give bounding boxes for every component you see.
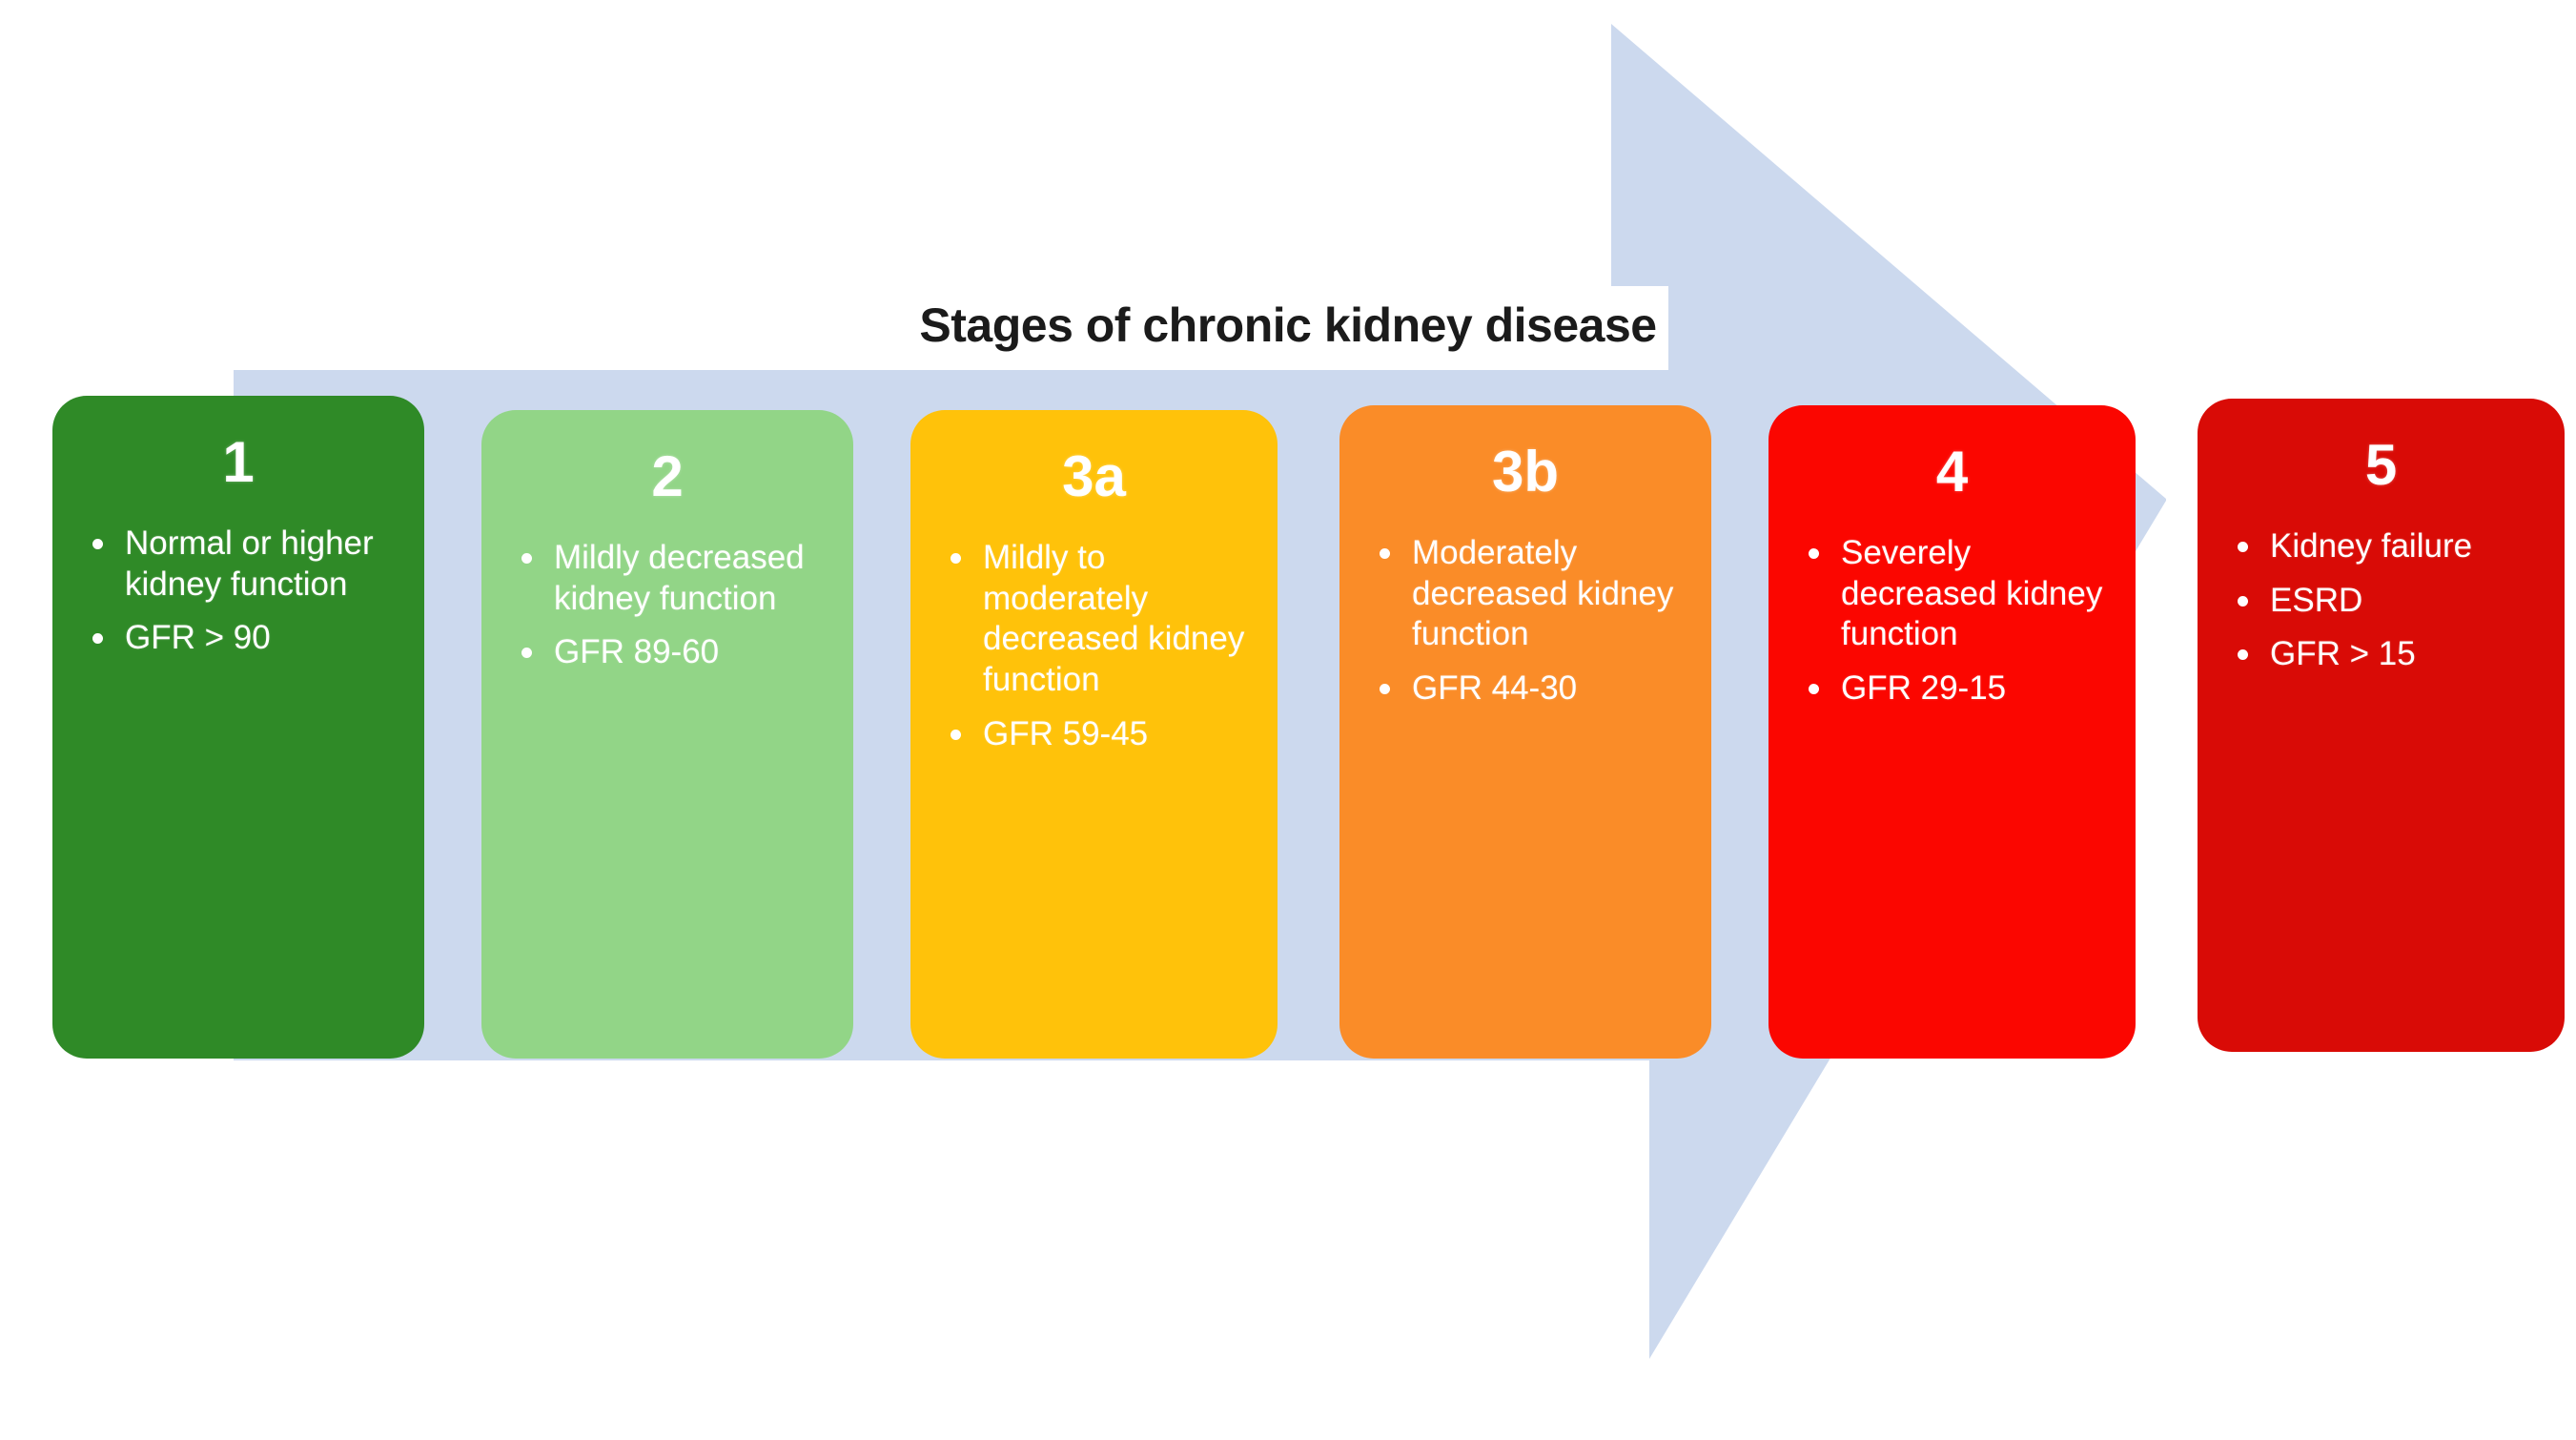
bullet-text: ESRD <box>2270 581 2363 619</box>
bullet-dot-icon <box>951 553 961 564</box>
stage-bullets-1: Normal or higher kidney function GFR > 9… <box>52 524 424 659</box>
bullet-dot-icon <box>1809 684 1819 695</box>
list-item: Kidney failure <box>2236 526 2547 567</box>
stage-card-3b[interactable]: 3b Moderately decreased kidney function … <box>1339 405 1711 1059</box>
stage-bullets-4: Severely decreased kidney function GFR 2… <box>1768 533 2136 710</box>
list-item: GFR 89-60 <box>520 632 836 673</box>
bullet-text: GFR > 90 <box>125 619 271 657</box>
list-item: Moderately decreased kidney function <box>1378 533 1694 655</box>
stage-number-5: 5 <box>2364 433 2398 497</box>
bullet-dot-icon <box>521 553 532 564</box>
bullet-text: Mildly decreased kidney function <box>554 539 805 617</box>
bullet-text: GFR > 15 <box>2270 635 2416 673</box>
bullet-text: GFR 29-15 <box>1841 669 2007 708</box>
bullet-text: Mildly to moderately decreased kidney fu… <box>983 539 1245 699</box>
list-item: GFR > 15 <box>2236 634 2547 675</box>
bullet-dot-icon <box>92 539 103 549</box>
stage-card-5[interactable]: 5 Kidney failure ESRD GFR > 15 <box>2198 399 2565 1052</box>
bullet-dot-icon <box>1809 548 1819 559</box>
bullet-text: Moderately decreased kidney function <box>1412 534 1674 653</box>
stage-card-2[interactable]: 2 Mildly decreased kidney function GFR 8… <box>481 410 853 1059</box>
bullet-text: GFR 59-45 <box>983 714 1149 752</box>
bullet-dot-icon <box>521 648 532 659</box>
list-item: GFR 59-45 <box>949 714 1260 755</box>
stage-bullets-3a: Mildly to moderately decreased kidney fu… <box>910 538 1278 754</box>
bullet-dot-icon <box>951 729 961 740</box>
list-item: Mildly to moderately decreased kidney fu… <box>949 538 1260 701</box>
stage-bullets-5: Kidney failure ESRD GFR > 15 <box>2198 526 2565 675</box>
bullet-text: Kidney failure <box>2270 527 2473 565</box>
bullet-dot-icon <box>2238 595 2248 607</box>
stage-card-4[interactable]: 4 Severely decreased kidney function GFR… <box>1768 405 2136 1059</box>
stage-number-3b: 3b <box>1491 440 1560 504</box>
list-item: GFR > 90 <box>91 618 407 659</box>
stage-bullets-2: Mildly decreased kidney function GFR 89-… <box>481 538 853 673</box>
stage-number-2: 2 <box>651 444 684 508</box>
list-item: Severely decreased kidney function <box>1807 533 2118 655</box>
bullet-dot-icon <box>1380 548 1390 559</box>
stage-number-3a: 3a <box>1062 444 1126 508</box>
list-item: ESRD <box>2236 581 2547 622</box>
bullet-text: GFR 44-30 <box>1412 669 1578 708</box>
bullet-dot-icon <box>1380 684 1390 695</box>
bullet-dot-icon <box>2238 542 2248 552</box>
bullet-dot-icon <box>2238 649 2248 661</box>
page-title: Stages of chronic kidney disease <box>919 298 1657 352</box>
bullet-text: GFR 89-60 <box>554 633 720 671</box>
list-item: Mildly decreased kidney function <box>520 538 836 619</box>
stage-number-4: 4 <box>1935 440 1969 504</box>
list-item: GFR 29-15 <box>1807 669 2118 710</box>
stage-number-1: 1 <box>222 430 255 494</box>
bullet-text: Severely decreased kidney function <box>1841 534 2103 653</box>
title-backdrop <box>843 286 1668 370</box>
list-item: GFR 44-30 <box>1378 669 1694 710</box>
stage-bullets-3b: Moderately decreased kidney function GFR… <box>1339 533 1711 710</box>
bullet-dot-icon <box>92 633 103 645</box>
stage-card-1[interactable]: 1 Normal or higher kidney function GFR >… <box>52 396 424 1059</box>
list-item: Normal or higher kidney function <box>91 524 407 605</box>
bullet-text: Normal or higher kidney function <box>125 525 374 603</box>
stage-card-3a[interactable]: 3a Mildly to moderately decreased kidney… <box>910 410 1278 1059</box>
